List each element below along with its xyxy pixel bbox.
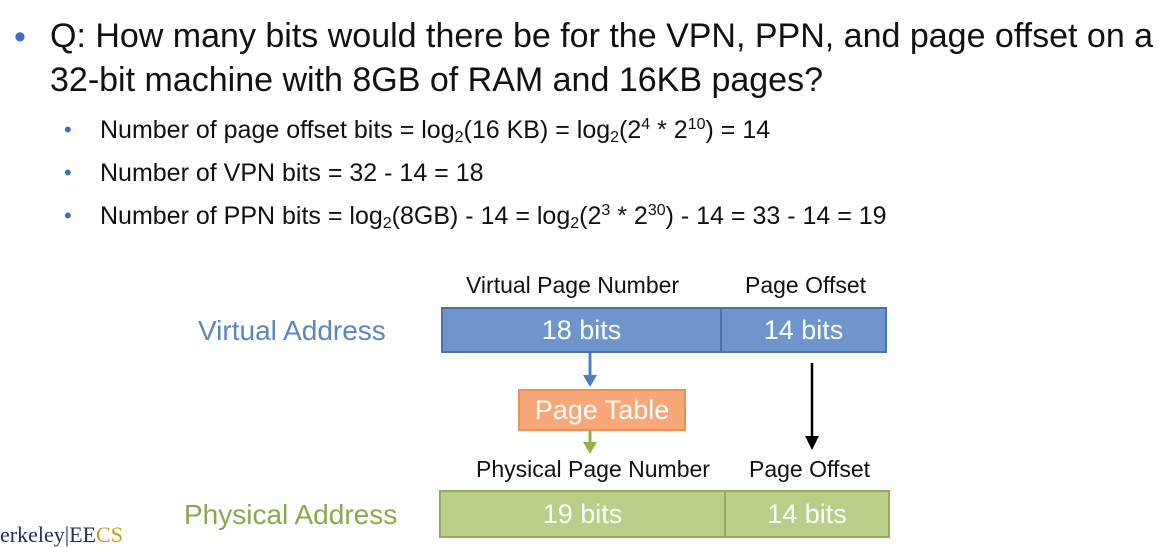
physical-offset-box: 14 bits [724, 490, 890, 538]
offset-text-a: Number of page offset bits = log [100, 116, 455, 144]
ppn-sup-1: 3 [601, 202, 611, 219]
virtual-offset-bits-text: 14 bits [763, 314, 844, 345]
logo-separator: | [64, 522, 70, 547]
offset-sup-1: 4 [641, 116, 651, 133]
ppn-text-i: ) - 14 = 33 - 14 = 19 [665, 202, 887, 230]
vpn-header: Virtual Page Number [466, 272, 680, 298]
logo-berkeley: erkeley [0, 522, 65, 547]
virtual-offset-header: Page Offset [745, 272, 867, 298]
offset-text-c: (16 KB) = log [463, 116, 611, 144]
answer-offset-bits: Number of page offset bits = log2(16 KB)… [100, 116, 770, 147]
answer-ppn-bits: Number of PPN bits = log2(8GB) - 14 = lo… [100, 202, 887, 233]
ppn-header: Physical Page Number [476, 456, 710, 482]
arrow-page-table-to-ppn [583, 431, 597, 454]
offset-text-g: * 2 [650, 116, 688, 144]
ppn-sub-2: 2 [570, 215, 580, 232]
offset-text-e: (2 [619, 116, 642, 144]
answer-bullet-ppn: • [64, 203, 72, 228]
physical-offset-bits-text: 14 bits [767, 498, 847, 529]
question-text: Q: How many bits would there be for the … [50, 17, 1154, 99]
offset-text-i: ) = 14 [705, 116, 771, 144]
ppn-text-g: * 2 [610, 202, 648, 230]
arrow-offset-down [805, 363, 819, 450]
arrow-vpn-to-page-table [583, 353, 597, 387]
ppn-box: 19 bits [439, 490, 726, 538]
ppn-bits-text: 19 bits [542, 498, 623, 529]
ppn-text-e: (2 [579, 202, 602, 230]
logo-ee: EE [69, 522, 97, 547]
physical-offset-header: Page Offset [749, 456, 871, 482]
answer-bullet-vpn: • [64, 160, 72, 185]
physical-address-label: Physical Address [184, 499, 398, 530]
answer-bullet-offset: • [64, 117, 72, 142]
offset-sup-2: 10 [687, 116, 706, 133]
ppn-sub-1: 2 [382, 215, 392, 232]
virtual-address-label: Virtual Address [198, 315, 386, 346]
ppn-text-a: Number of PPN bits = log [100, 202, 383, 230]
page-table-box: Page Table [518, 389, 686, 431]
virtual-offset-box: 14 bits [720, 307, 887, 353]
vpn-box: 18 bits [441, 307, 722, 353]
page-table-label: Page Table [534, 394, 670, 425]
ppn-text-c: (8GB) - 14 = log [391, 202, 571, 230]
answer-vpn-bits: Number of VPN bits = 32 - 14 = 18 [100, 159, 484, 187]
logo-cs: CS [96, 522, 123, 547]
vpn-bits-text: 18 bits [541, 314, 622, 345]
question-bullet: • [14, 18, 26, 56]
offset-sub-1: 2 [454, 129, 464, 146]
berkeley-eecs-logo: erkeley|EECS [0, 522, 123, 548]
ppn-sup-2: 30 [647, 202, 666, 219]
offset-sub-2: 2 [610, 129, 620, 146]
